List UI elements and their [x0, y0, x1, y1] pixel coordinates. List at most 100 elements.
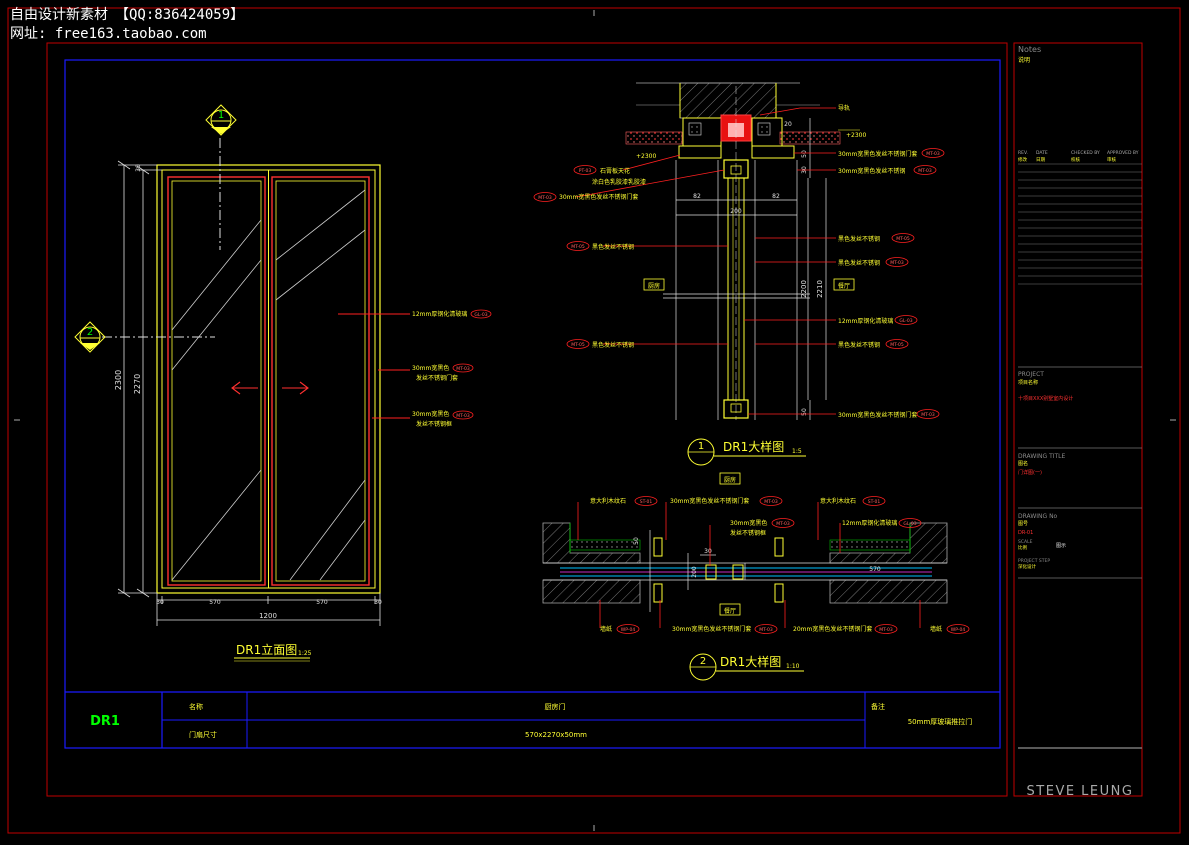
- d2-dim-200: 200: [691, 566, 698, 578]
- watermark-line2: 网址: free163.taobao.com: [10, 26, 207, 42]
- d1-room-kitchen: 厨房: [648, 282, 660, 290]
- d2-top-callout-5: 12mm厚钢化清玻璃: [842, 519, 897, 527]
- d1-dim-82b: 82: [772, 193, 780, 200]
- elevation-scale: 1:25: [298, 650, 312, 657]
- schedule-size-value: 570x2270x50mm: [525, 731, 587, 739]
- d1-right-callout-4: 黑色发丝不锈钢: [838, 259, 880, 267]
- schedule-code: DR1: [90, 714, 120, 729]
- section-marker-1-num: 1: [218, 110, 224, 121]
- elev-callout-3-tag: MT-03: [456, 413, 470, 419]
- rev-header-checked-cn: 校核: [1071, 156, 1080, 163]
- elev-callout-3: 30mm宽黑色: [412, 410, 449, 418]
- drawing-border: [46, 42, 1008, 797]
- detail-2-view: 50 200 30 570 餐厅 意大利木纹石 ST-01 30mm宽黑色发丝不…: [542, 496, 970, 681]
- schedule-remark-value: 50mm厚玻璃推拉门: [908, 717, 973, 726]
- dim-top: 30: [135, 164, 142, 172]
- project-label: PROJECT: [1018, 371, 1044, 378]
- d1-right-callout-7: 30mm宽黑色发丝不锈钢门套: [838, 411, 917, 419]
- title-block: Notes 说明 REV. DATE CHECKED BY APPROVED B…: [1013, 42, 1143, 799]
- elevation-view: 1 2 2300 2270 30: [74, 104, 492, 662]
- project-value: 十项目XXX别墅室内设计: [1018, 395, 1073, 402]
- dim-bottom-4: 30: [374, 599, 382, 606]
- d2-top-tag-4: ST-01: [868, 499, 881, 505]
- d1-dim-50b: 50: [801, 408, 808, 416]
- d1-left-callout-4: 黑色发丝不锈钢: [592, 243, 634, 251]
- d1-left-callout-5: 黑色发丝不锈钢: [592, 341, 634, 349]
- drawing-no-label: DRAWING No: [1018, 513, 1058, 520]
- d1-left-tag-5: MT-05: [571, 342, 585, 348]
- detail1-title: DR1大样图: [723, 439, 784, 454]
- d1-left-tag-1: PT-03: [579, 168, 592, 174]
- d2-top-tag-1: ST-01: [640, 499, 653, 505]
- project-step-label: PROJECT STEP: [1018, 558, 1050, 564]
- section-marker-1: 1: [205, 104, 237, 250]
- detail1-scale: 1:5: [792, 448, 802, 455]
- scale-cn: 比例: [1018, 544, 1027, 551]
- d2-top-tag-2: MT-03: [764, 499, 778, 505]
- detail-1-view: 20 82 82 200 2200 2210 30 50 50 +2300 +2…: [533, 82, 945, 485]
- brand-logo: STEVE LEUNG: [1027, 784, 1134, 799]
- drawing-no-value: DR-01: [1018, 530, 1033, 536]
- watermark-line1: 自由设计新素材 【QQ:836424059】: [10, 7, 245, 23]
- d2-dim-570: 570: [869, 566, 881, 573]
- detail2-title: DR1大样图: [720, 654, 781, 669]
- notes-cn: 说明: [1018, 56, 1030, 64]
- d2-top-callout-2: 30mm宽黑色发丝不锈钢门套: [670, 497, 749, 505]
- d1-right-tag-2: MT-03: [918, 168, 932, 174]
- d2-bottom-callout-2: 30mm宽黑色发丝不锈钢门套: [672, 625, 751, 633]
- outer-sheet-frame: [7, 7, 1181, 834]
- dim-height-outer: 2300: [114, 370, 123, 390]
- d1-left-callout-3: 30mm宽黑色发丝不锈钢门套: [559, 193, 638, 201]
- d1-left-callout-2: 涂白色乳胶漆乳胶漆: [592, 178, 646, 186]
- d2-room-kitchen: 厨房: [724, 476, 736, 484]
- d1-right-tag-5: GL-03: [899, 318, 912, 324]
- d1-right-callout-5: 12mm厚钢化清玻璃: [838, 317, 893, 325]
- d2-top-callout-1: 意大利木纹石: [590, 497, 626, 505]
- viewport-border: [64, 59, 1001, 749]
- d1-right-tag-7: MT-03: [921, 412, 935, 418]
- door-schedule-table: DR1 名称 厨房门 门扇尺寸 570x2270x50mm 备注 50mm厚玻璃…: [65, 691, 1000, 748]
- schedule-remark-label: 备注: [871, 702, 885, 711]
- elev-callout-1: 12mm厚钢化清玻璃: [412, 310, 467, 318]
- elev-callout-2: 30mm宽黑色: [412, 364, 449, 372]
- d1-right-callout-3: 黑色发丝不锈钢: [838, 235, 880, 243]
- dim-bottom-3: 570: [316, 599, 328, 606]
- d1-room-dining: 餐厅: [838, 282, 850, 290]
- dim-total: 1200: [259, 612, 277, 620]
- d2-bottom-callout-1: 墙纸: [600, 625, 612, 633]
- project-cn: 项目名称: [1018, 379, 1038, 386]
- dim-bottom-1: 30: [156, 599, 164, 606]
- dim-bottom-2: 570: [209, 599, 221, 606]
- d2-room-dining: 餐厅: [724, 607, 736, 615]
- detail2-num: 2: [700, 656, 706, 667]
- d2-bottom-callout-3: 20mm宽黑色发丝不锈钢门套: [793, 625, 872, 633]
- d1-dim-200: 200: [730, 208, 742, 215]
- d2-top-tag-3: MT-03: [776, 521, 790, 527]
- d1-right-callout-1: 30mm宽黑色发丝不锈钢门套: [838, 150, 917, 158]
- d2-bottom-tag-3: MT-03: [879, 627, 893, 633]
- elev-callout-2-tag: MT-03: [456, 366, 470, 372]
- rev-header-date-cn: 日期: [1036, 157, 1045, 163]
- elev-callout-2-line2: 发丝不锈钢门套: [416, 374, 458, 382]
- detail2-scale: 1:10: [786, 663, 800, 670]
- d2-top-callout-3: 30mm宽黑色: [730, 519, 767, 527]
- notes-label: Notes: [1018, 45, 1041, 54]
- d2-bottom-tag-1: WP-04: [621, 627, 636, 633]
- rev-header-approved-cn: 审核: [1107, 156, 1116, 163]
- rev-header-approved: APPROVED BY: [1107, 150, 1139, 156]
- d1-left-tag-4: MT-05: [571, 244, 585, 250]
- d1-left-callout-1: 石膏板天花: [600, 167, 630, 175]
- d2-bottom-callout-4: 墙纸: [930, 625, 942, 633]
- d2-top-tag-5: GL-03: [903, 521, 916, 527]
- d2-bottom-tag-2: MT-03: [759, 627, 773, 633]
- d2-top-callout-3-line2: 发丝不锈钢框: [730, 529, 766, 537]
- project-step-value: 深化设计: [1018, 563, 1036, 570]
- drawing-title-cn: 图名: [1018, 460, 1028, 467]
- d1-dim-2200: 2200: [800, 280, 808, 298]
- schedule-name-label: 名称: [189, 702, 203, 711]
- d1-right-callout-6: 黑色发丝不锈钢: [838, 341, 880, 349]
- d1-dim-20: 20: [784, 121, 792, 128]
- d1-right-tag-6: MT-05: [890, 342, 904, 348]
- rev-header-checked: CHECKED BY: [1071, 150, 1100, 156]
